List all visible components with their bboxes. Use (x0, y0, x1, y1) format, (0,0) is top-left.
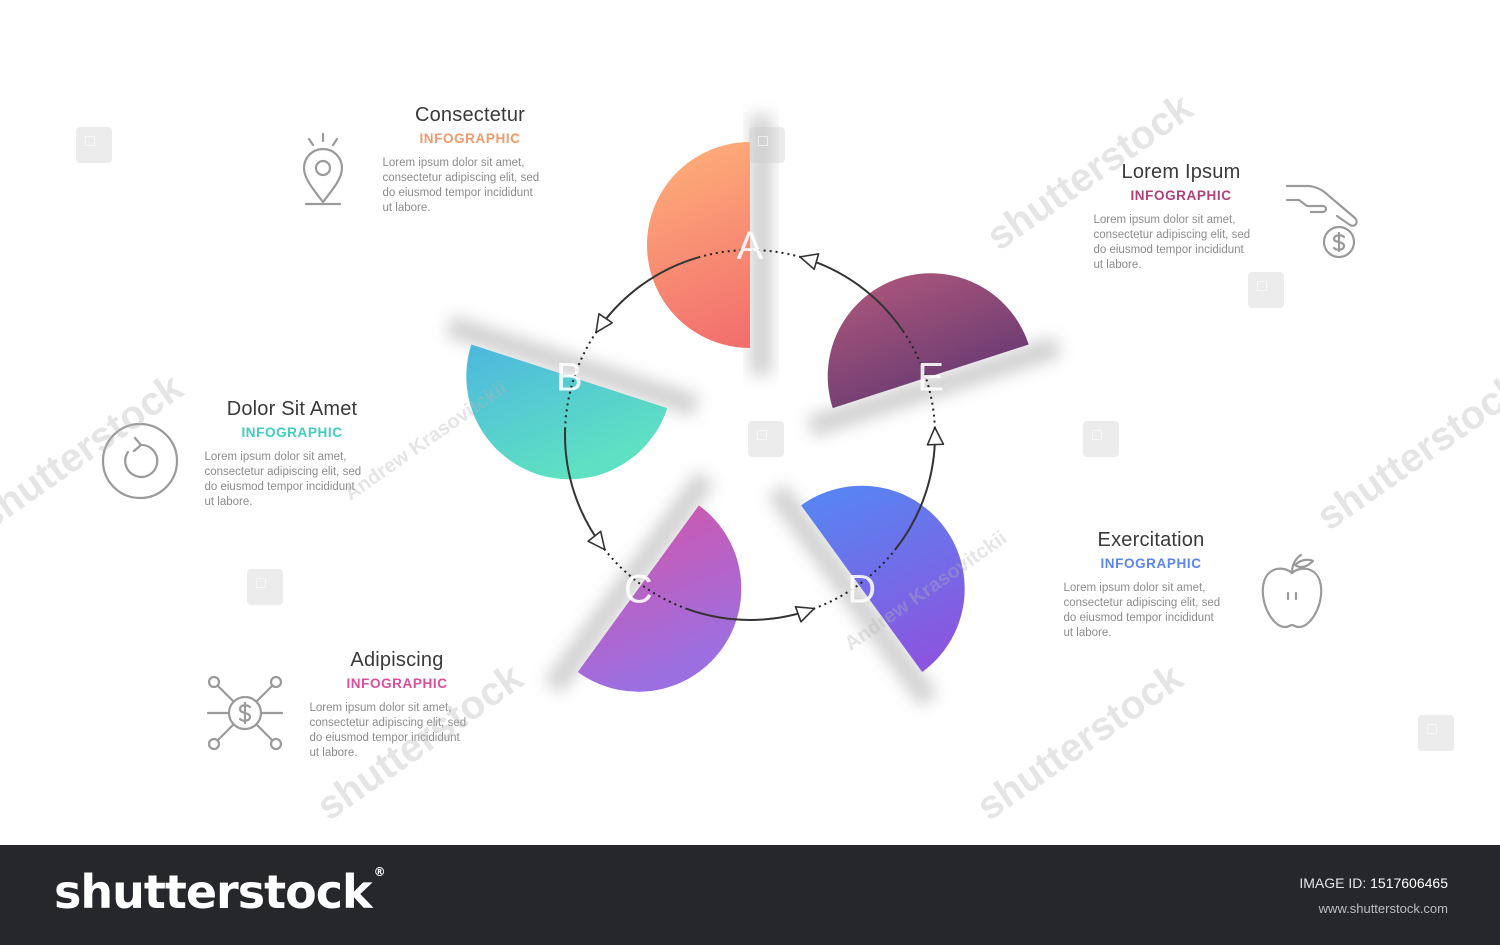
desc-line: consectetur adipiscing elit, sed (309, 717, 467, 729)
desc-line: do eiusmod tempor incididunt (204, 481, 355, 493)
desc-line: ut labore. (1063, 627, 1112, 639)
site-url: www.shutterstock.com (1318, 901, 1448, 916)
flow-arrow (595, 256, 700, 334)
infographic-canvas: A B C D E Consectetur INFOGRAPHIC Lorem ipsu… (0, 0, 1500, 845)
hand-coin-icon (1285, 184, 1358, 259)
image-id-label: IMAGE ID: (1299, 875, 1367, 891)
node-shadow (544, 470, 715, 694)
apple-icon (1261, 553, 1323, 629)
desc-line: do eiusmod tempor incididunt (1063, 612, 1214, 624)
node-letter: D (847, 568, 876, 612)
desc-line: do eiusmod tempor incididunt (309, 732, 460, 744)
desc-line: ut labore. (204, 496, 253, 508)
step-b-subtitle: INFOGRAPHIC (241, 425, 343, 440)
step-a-node (647, 115, 772, 375)
step-e-description: Lorem ipsum dolor sit amet, consectetur … (1094, 213, 1269, 273)
brand-logo: shutterstock® (54, 865, 386, 919)
flow-arrow (686, 605, 816, 623)
brand-registered-mark: ® (373, 865, 386, 879)
step-b-description: Lorem ipsum dolor sit amet, consectetur … (205, 450, 380, 510)
step-c-description: Lorem ipsum dolor sit amet, consectetur … (310, 701, 485, 761)
watermark-square (1418, 715, 1454, 751)
step-e-subtitle: INFOGRAPHIC (1130, 188, 1232, 203)
desc-line: Lorem ipsum dolor sit amet, (1063, 582, 1206, 594)
watermark-square (1083, 421, 1119, 457)
watermark-square (748, 421, 784, 457)
desc-line: Lorem ipsum dolor sit amet, (1093, 214, 1236, 226)
node-circle (647, 142, 750, 348)
footer-bar: shutterstock® IMAGE ID: 1517606465 www.s… (0, 845, 1500, 945)
cycle-diagram: A B C D E (445, 115, 1062, 707)
location-pin-icon (302, 132, 344, 206)
node-letter: E (917, 355, 944, 399)
desc-line: consectetur adipiscing elit, sed (204, 466, 362, 478)
desc-line: ut labore. (1093, 259, 1142, 271)
step-a-description: Lorem ipsum dolor sit amet, consectetur … (383, 156, 558, 216)
desc-line: ut labore. (309, 747, 358, 759)
node-shadow (445, 315, 700, 417)
step-d-description: Lorem ipsum dolor sit amet, consectetur … (1064, 581, 1239, 641)
step-d-title: Exercitation (1097, 529, 1205, 551)
step-e-text: Lorem Ipsum INFOGRAPHIC Lorem ipsum dolo… (1051, 161, 1311, 273)
step-a-subtitle: INFOGRAPHIC (419, 131, 521, 146)
step-b-title: Dolor Sit Amet (226, 398, 358, 420)
desc-line: Lorem ipsum dolor sit amet, (309, 702, 452, 714)
watermark-square (76, 127, 112, 163)
watermark-square (749, 127, 785, 163)
desc-line: Lorem ipsum dolor sit amet, (204, 451, 347, 463)
brand-name: shutterstock (54, 865, 373, 919)
node-letter: A (737, 224, 764, 268)
step-d-subtitle: INFOGRAPHIC (1100, 556, 1202, 571)
refresh-cycle-icon (101, 422, 179, 500)
node-letter: B (556, 355, 583, 399)
image-id: IMAGE ID: 1517606465 (1299, 875, 1448, 891)
step-d-text: Exercitation INFOGRAPHIC Lorem ipsum dol… (1021, 529, 1281, 641)
desc-line: consectetur adipiscing elit, sed (382, 172, 540, 184)
node-letter: C (624, 568, 653, 612)
desc-line: consectetur adipiscing elit, sed (1063, 597, 1221, 609)
watermark-square (247, 569, 283, 605)
flow-arrow (894, 426, 945, 550)
node-shadow (807, 336, 1062, 438)
node-shadow (767, 483, 939, 707)
desc-line: do eiusmod tempor incididunt (1093, 244, 1244, 256)
image-id-value: 1517606465 (1370, 875, 1448, 891)
step-a-text: Consectetur INFOGRAPHIC Lorem ipsum dolo… (340, 104, 600, 216)
node-shadow (750, 115, 772, 375)
flow-arrow (799, 253, 905, 333)
step-c-title: Adipiscing (350, 649, 444, 671)
step-b-text: Dolor Sit Amet INFOGRAPHIC Lorem ipsum d… (162, 398, 422, 510)
step-a-title: Consectetur (414, 104, 526, 126)
desc-line: ut labore. (382, 202, 431, 214)
flow-arrow (564, 428, 606, 551)
money-network-icon (206, 675, 284, 751)
watermark-square (1248, 272, 1284, 308)
step-c-subtitle: INFOGRAPHIC (346, 676, 448, 691)
desc-line: Lorem ipsum dolor sit amet, (382, 157, 525, 169)
step-e-title: Lorem Ipsum (1121, 161, 1241, 183)
desc-line: do eiusmod tempor incididunt (382, 187, 533, 199)
step-c-text: Adipiscing INFOGRAPHIC Lorem ipsum dolor… (267, 649, 527, 761)
desc-line: consectetur adipiscing elit, sed (1093, 229, 1251, 241)
